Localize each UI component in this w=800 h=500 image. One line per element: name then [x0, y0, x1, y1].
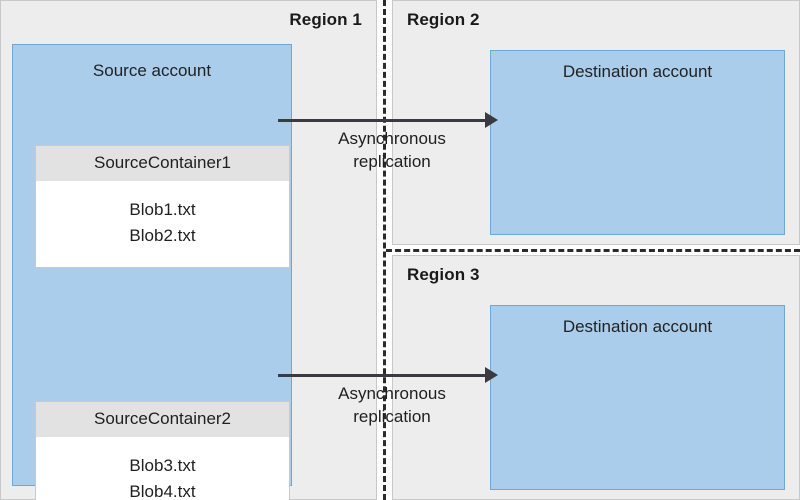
destination-account-2-box: Destination account DestinationContainer… [490, 305, 785, 490]
source-container-1-card[interactable]: SourceContainer1 Blob1.txt Blob2.txt [35, 145, 290, 268]
replication-label-line-1: Asynchronous [338, 384, 446, 403]
source-account-title: Source account [92, 61, 212, 80]
replication-arrow-1-head-icon [485, 112, 498, 128]
replication-arrow-2-label: Asynchronous replication [297, 383, 487, 429]
replication-label-line-2: replication [353, 406, 431, 426]
source-account-box: Source account SourceContainer1 Blob1.tx… [12, 44, 292, 500]
source-container-2-name: SourceContainer2 [36, 402, 289, 437]
replication-label-line-1: Asynchronous [338, 129, 446, 148]
source-container-1-name: SourceContainer1 [36, 146, 289, 181]
region-3-label: Region 3 [407, 265, 480, 284]
destination-account-1-title: Destination account [562, 62, 713, 81]
blob-item: Blob1.txt [129, 199, 196, 219]
region-divider-horizontal [386, 249, 800, 252]
blob-item: Blob2.txt [129, 226, 196, 245]
replication-arrow-2-head-icon [485, 367, 498, 383]
source-container-2-card[interactable]: SourceContainer2 Blob3.txt Blob4.txt [35, 401, 290, 500]
blob-item: Blob3.txt [129, 455, 196, 475]
replication-arrow-1-label: Asynchronous replication [297, 128, 487, 174]
replication-arrow-2-line [278, 374, 490, 377]
source-container-2-blob-list: Blob3.txt Blob4.txt [36, 437, 289, 500]
destination-account-1-box: Destination account DestinationContainer… [490, 50, 785, 235]
region-2-label: Region 2 [407, 10, 480, 29]
region-divider-vertical [383, 0, 386, 500]
blob-item: Blob4.txt [129, 482, 196, 500]
replication-arrow-1-line [278, 119, 490, 122]
source-container-1-blob-list: Blob1.txt Blob2.txt [36, 181, 289, 267]
region-1-label: Region 1 [289, 10, 362, 29]
destination-account-2-title: Destination account [562, 317, 713, 336]
replication-label-line-2: replication [353, 151, 431, 171]
